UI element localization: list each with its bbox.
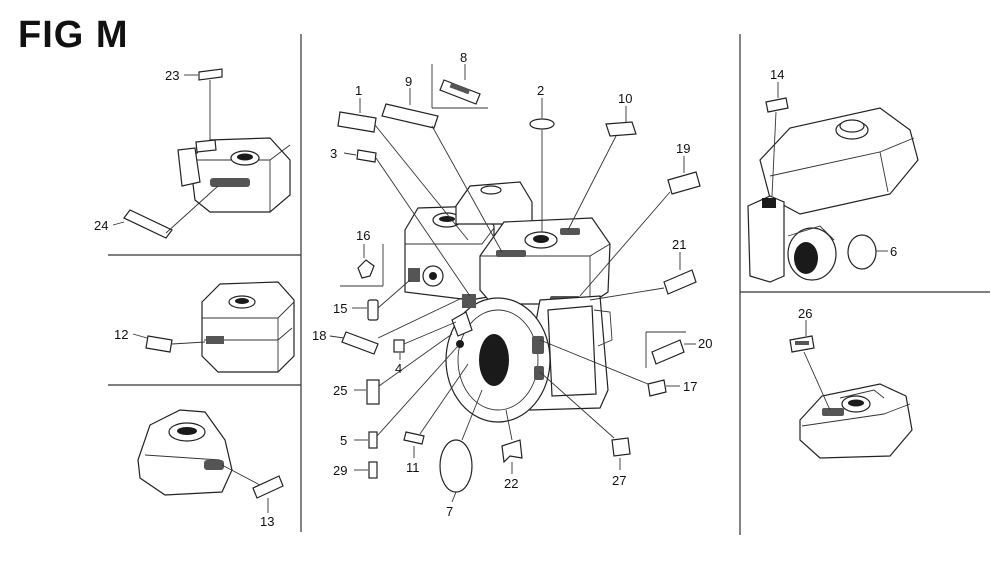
callout-24: 24 xyxy=(94,218,108,233)
callout-27: 27 xyxy=(612,473,626,488)
callout-2: 2 xyxy=(537,83,544,98)
decal-16-group: 16 xyxy=(340,228,384,287)
callout-17: 17 xyxy=(683,379,697,394)
engine-assembly xyxy=(404,181,613,423)
callout-6: 6 xyxy=(890,244,897,259)
decal-8-group: 8 xyxy=(431,50,488,109)
air-cleaner-cover-bottom-left xyxy=(137,409,233,496)
callout-19: 19 xyxy=(676,141,690,156)
callout-5: 5 xyxy=(340,433,347,448)
callout-13: 13 xyxy=(260,514,274,529)
decal-17: 17 xyxy=(539,339,697,397)
decal-18: 18 xyxy=(312,297,463,355)
callout-9: 9 xyxy=(405,74,412,89)
decal-24: 24 xyxy=(94,185,219,239)
callout-15: 15 xyxy=(333,301,347,316)
callout-11: 11 xyxy=(406,460,420,475)
decal-26: 26 xyxy=(789,306,831,411)
decal-25: 25 xyxy=(333,333,453,405)
decal-11: 11 xyxy=(403,363,469,475)
decal-9: 9 xyxy=(381,74,503,253)
callout-26: 26 xyxy=(798,306,812,321)
panel-dividers xyxy=(108,34,990,535)
callout-25: 25 xyxy=(333,383,347,398)
callout-10: 10 xyxy=(618,91,632,106)
decal-12: 12 xyxy=(114,327,206,353)
decal-29: 29 xyxy=(333,461,378,479)
decal-19: 19 xyxy=(579,141,701,297)
part-2-cap-gasket: 2 xyxy=(529,83,555,232)
callout-18: 18 xyxy=(312,328,326,343)
callout-14: 14 xyxy=(770,67,784,82)
decal-1: 1 xyxy=(337,83,469,241)
part-7-seal: 7 xyxy=(439,389,483,519)
air-cleaner-middle-left xyxy=(201,281,295,373)
decal-23: 23 xyxy=(165,68,223,140)
callout-20: 20 xyxy=(698,336,712,351)
fuel-tank-top-left xyxy=(177,137,291,213)
callout-4: 4 xyxy=(395,361,402,376)
callout-22: 22 xyxy=(504,476,518,491)
decal-15: 15 xyxy=(333,279,411,321)
callout-16: 16 xyxy=(356,228,370,243)
decal-14: 14 xyxy=(765,67,789,197)
fuel-tank-top-right xyxy=(747,107,919,283)
figure-title: FIG M xyxy=(18,14,129,56)
part-6-gasket: 6 xyxy=(847,234,897,270)
decal-10: 10 xyxy=(567,91,637,231)
decal-3: 3 xyxy=(330,146,471,297)
callout-23: 23 xyxy=(165,68,179,83)
decal-22: 22 xyxy=(501,409,523,491)
callout-21: 21 xyxy=(672,237,686,252)
callout-29: 29 xyxy=(333,463,347,478)
callout-8: 8 xyxy=(460,50,467,65)
decal-20-group: 20 xyxy=(645,331,712,368)
decal-21: 21 xyxy=(589,237,697,301)
callout-12: 12 xyxy=(114,327,128,342)
decal-27: 27 xyxy=(539,371,631,488)
callout-1: 1 xyxy=(355,83,362,98)
decal-5: 5 xyxy=(340,345,459,449)
decal-4: 4 xyxy=(393,321,457,376)
tank-cover-bottom-right xyxy=(799,383,913,459)
decal-13: 13 xyxy=(221,464,284,529)
callout-3: 3 xyxy=(330,146,337,161)
callout-7: 7 xyxy=(446,504,453,519)
